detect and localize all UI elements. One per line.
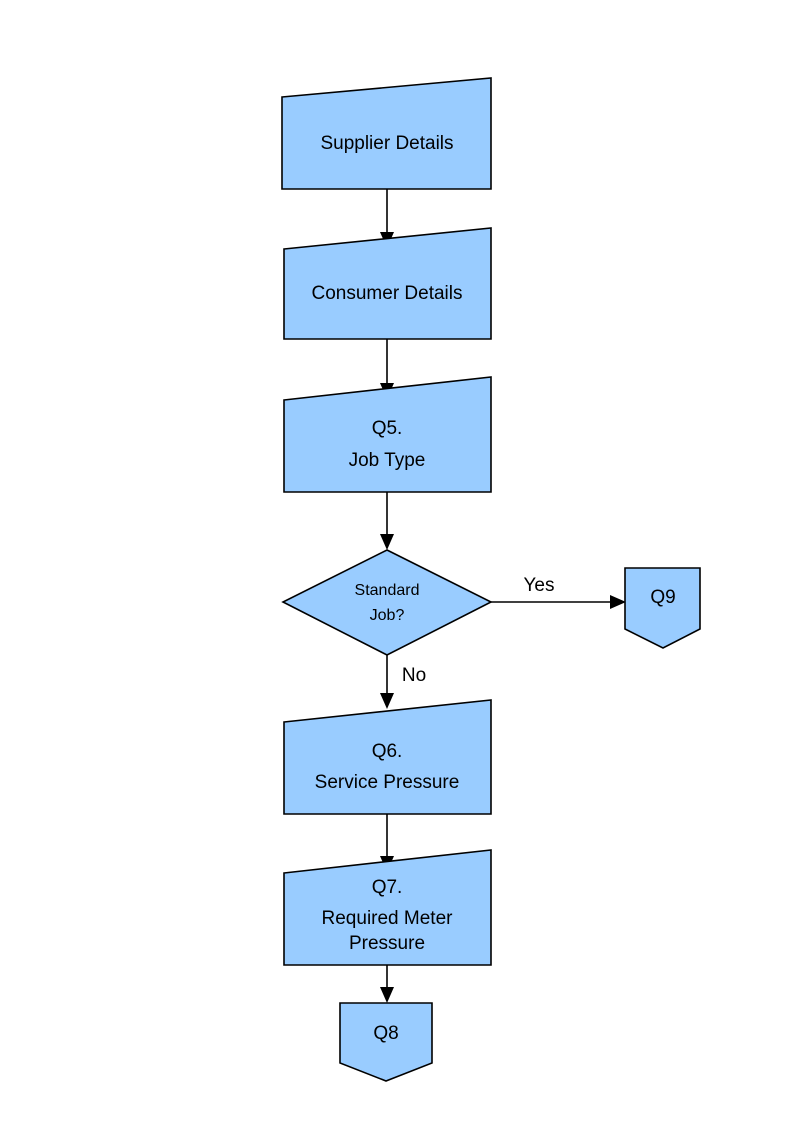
arrowhead-icon [380,987,394,1003]
q6-service-pressure-label-line2: Service Pressure [315,772,460,793]
supplier-details-label: Supplier Details [320,133,453,154]
q5-job-type-shape[interactable] [283,376,492,493]
standard-job-decision-label-line2: Job? [370,607,405,624]
connector-decision-to-q9: Yes [491,575,626,609]
q6-service-pressure-label-line1: Q6. [372,741,403,762]
q6-service-pressure-shape[interactable] [283,699,492,815]
q5-job-type-label-line1: Q5. [372,418,403,439]
standard-job-decision-shape[interactable] [281,549,493,656]
q7-label-line3: Pressure [349,933,425,954]
connector-q7-to-q8 [380,965,394,1003]
edge-label-yes: Yes [524,575,555,596]
consumer-details-label: Consumer Details [312,283,463,304]
arrowhead-icon [380,534,394,550]
node-supplier-details[interactable]: Supplier Details [281,77,492,190]
q8-shape[interactable] [339,1002,433,1082]
connector-q5-to-decision [380,492,394,550]
q9-shape[interactable] [624,567,701,649]
q8-label: Q8 [373,1023,398,1044]
node-q8[interactable]: Q8 [339,1002,433,1082]
node-q5-job-type[interactable]: Q5. Job Type [283,376,492,493]
q7-required-meter-pressure-shape[interactable] [283,849,492,966]
q7-label-line1: Q7. [372,877,403,898]
arrowhead-icon [610,595,626,609]
supplier-details-shape[interactable] [281,77,492,190]
standard-job-decision-label-line1: Standard [355,582,420,599]
node-q9[interactable]: Q9 [624,567,701,649]
node-standard-job-decision[interactable]: Standard Job? [281,549,493,656]
node-q7-required-meter-pressure[interactable]: Q7. Required Meter Pressure [283,849,492,966]
arrowhead-icon [380,693,394,709]
connector-decision-to-q6: No [380,655,426,709]
node-q6-service-pressure[interactable]: Q6. Service Pressure [283,699,492,815]
q9-label: Q9 [650,587,675,608]
node-consumer-details[interactable]: Consumer Details [283,227,492,340]
edge-label-no: No [402,665,426,686]
q5-job-type-label-line2: Job Type [349,450,426,471]
q7-label-line2: Required Meter [322,908,454,929]
consumer-details-shape[interactable] [283,227,492,340]
